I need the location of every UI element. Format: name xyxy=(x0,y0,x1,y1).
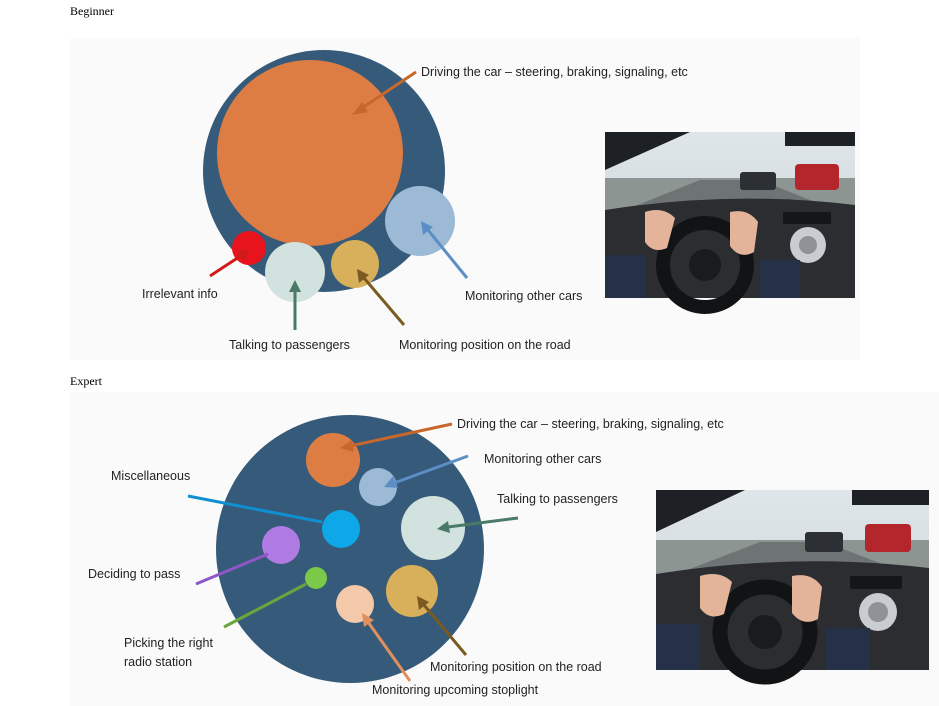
beginner-passengers-circle xyxy=(265,242,325,302)
beginner-other-cars-circle xyxy=(385,186,455,256)
expert-passengers-arrow xyxy=(437,516,519,533)
beginner-other-cars-arrow xyxy=(421,221,469,279)
expert-heading: Expert xyxy=(70,374,102,388)
expert-radio-label-line1: Picking the right xyxy=(124,636,213,650)
expert-pass-label: Deciding to pass xyxy=(88,567,180,581)
beginner-diagram: Driving the car – steering, braking, sig… xyxy=(142,50,855,352)
expert-other-cars-label: Monitoring other cars xyxy=(484,452,601,466)
expert-misc-arrow xyxy=(187,494,323,524)
beginner-passengers-arrow xyxy=(289,280,301,330)
beginner-position-circle xyxy=(331,240,379,288)
beginner-other-cars-label: Monitoring other cars xyxy=(465,289,582,303)
expert-diagram: Driving the car – steering, braking, sig… xyxy=(88,415,929,697)
expert-driving-arrow xyxy=(340,422,453,452)
beginner-heading: Beginner xyxy=(70,4,114,18)
expert-radio-circle xyxy=(305,567,327,589)
expert-position-arrow xyxy=(417,596,468,656)
expert-driving-label: Driving the car – steering, braking, sig… xyxy=(457,417,724,431)
beginner-passengers-label: Talking to passengers xyxy=(229,338,350,352)
expert-misc-label: Miscellaneous xyxy=(111,469,190,483)
beginner-position-arrow xyxy=(357,269,406,326)
expert-other-cars-arrow xyxy=(384,454,469,488)
expert-passengers-circle xyxy=(401,496,465,560)
beginner-driving-arrow xyxy=(352,70,417,115)
expert-misc-circle xyxy=(322,510,360,548)
beginner-position-label: Monitoring position on the road xyxy=(399,338,571,352)
expert-position-circle xyxy=(386,565,438,617)
expert-position-label: Monitoring position on the road xyxy=(430,660,602,674)
expert-pass-circle xyxy=(262,526,300,564)
beginner-irrelevant-arrow xyxy=(209,250,250,278)
expert-radio-arrow xyxy=(223,582,307,629)
expert-pass-arrow xyxy=(195,552,269,586)
expert-passengers-label: Talking to passengers xyxy=(497,492,618,506)
expert-radio-label-line2: radio station xyxy=(124,655,192,669)
expert-other-cars-circle xyxy=(359,468,397,506)
expert-stoplight-label: Monitoring upcoming stoplight xyxy=(372,683,539,697)
expert-stoplight-circle xyxy=(336,585,374,623)
beginner-driver-photo xyxy=(605,132,855,314)
beginner-driving-label: Driving the car – steering, braking, sig… xyxy=(421,65,688,79)
beginner-driving-circle xyxy=(217,60,403,246)
beginner-irrelevant-label: Irrelevant info xyxy=(142,287,218,301)
expert-stoplight-arrow xyxy=(362,613,412,682)
expert-driver-photo xyxy=(656,490,929,685)
